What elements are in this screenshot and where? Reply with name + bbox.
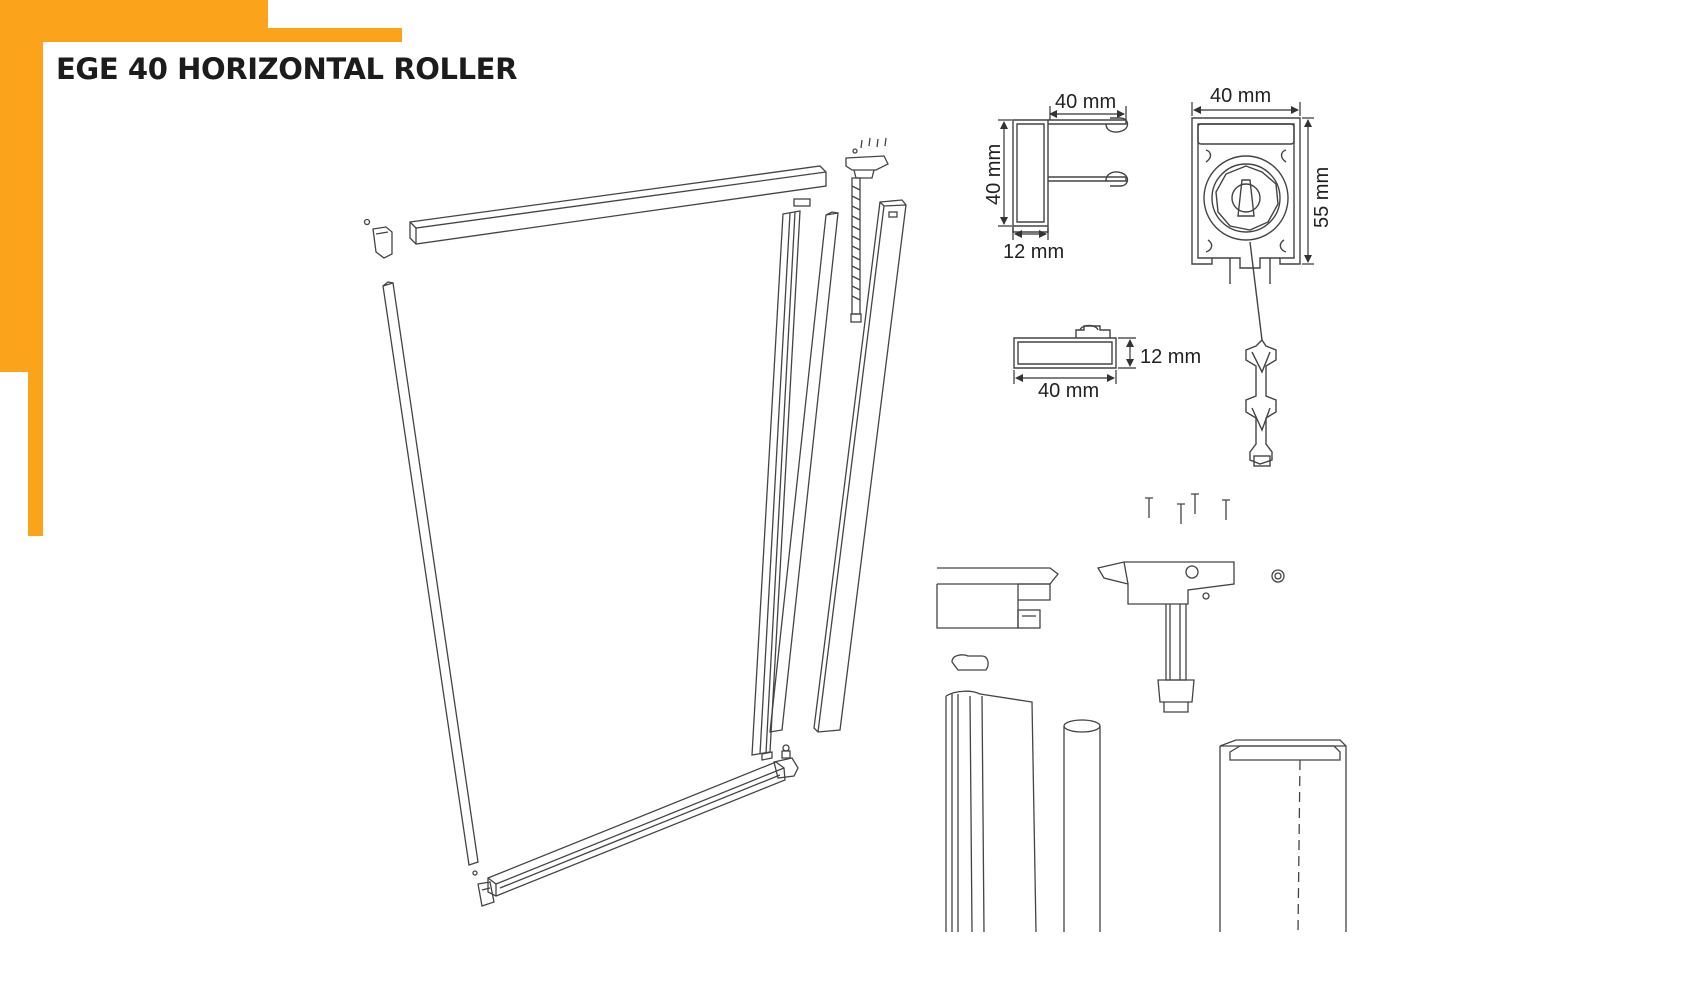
bottom-right-connector	[773, 757, 799, 779]
cassette-dimensions	[1191, 102, 1314, 265]
side-profile-width-label: 40 mm	[1055, 91, 1116, 113]
bottom-rail-profile	[1013, 324, 1117, 369]
exploded-frame-diagram	[363, 137, 907, 907]
top-rail	[409, 165, 827, 245]
top-left-corner	[372, 226, 393, 259]
rail-height-label: 12 mm	[1140, 346, 1201, 368]
rail-dimensions	[1013, 337, 1136, 384]
side-profile-height-label: 40 mm	[983, 144, 1005, 205]
washer	[1271, 569, 1285, 583]
detail-parts-diagram	[936, 493, 1347, 933]
side-profile-dimensions	[998, 106, 1127, 240]
cassette-width-label: 40 mm	[1210, 85, 1271, 107]
top-right-connector	[845, 155, 889, 171]
accent-bar-tab	[0, 28, 402, 42]
accent-bar-stripe	[28, 28, 43, 536]
bottom-rail	[487, 761, 786, 897]
cassette-height-label: 55 mm	[1311, 167, 1333, 228]
cassette-post	[813, 199, 907, 733]
accent-bar-left	[0, 28, 28, 372]
side-profile-lip-label: 12 mm	[1003, 241, 1064, 263]
thin-rod	[769, 212, 839, 733]
cassette-section	[1191, 117, 1301, 341]
rail-width-label: 40 mm	[1038, 380, 1099, 402]
left-vertical-bar	[382, 282, 479, 866]
page-title: EGE 40 HORIZONTAL ROLLER	[56, 52, 517, 86]
pull-handle	[1245, 338, 1277, 467]
bottom-left-corner	[477, 881, 495, 907]
screws	[1145, 493, 1230, 524]
accent-bar-top	[0, 0, 268, 28]
side-profile-section	[1012, 117, 1129, 233]
